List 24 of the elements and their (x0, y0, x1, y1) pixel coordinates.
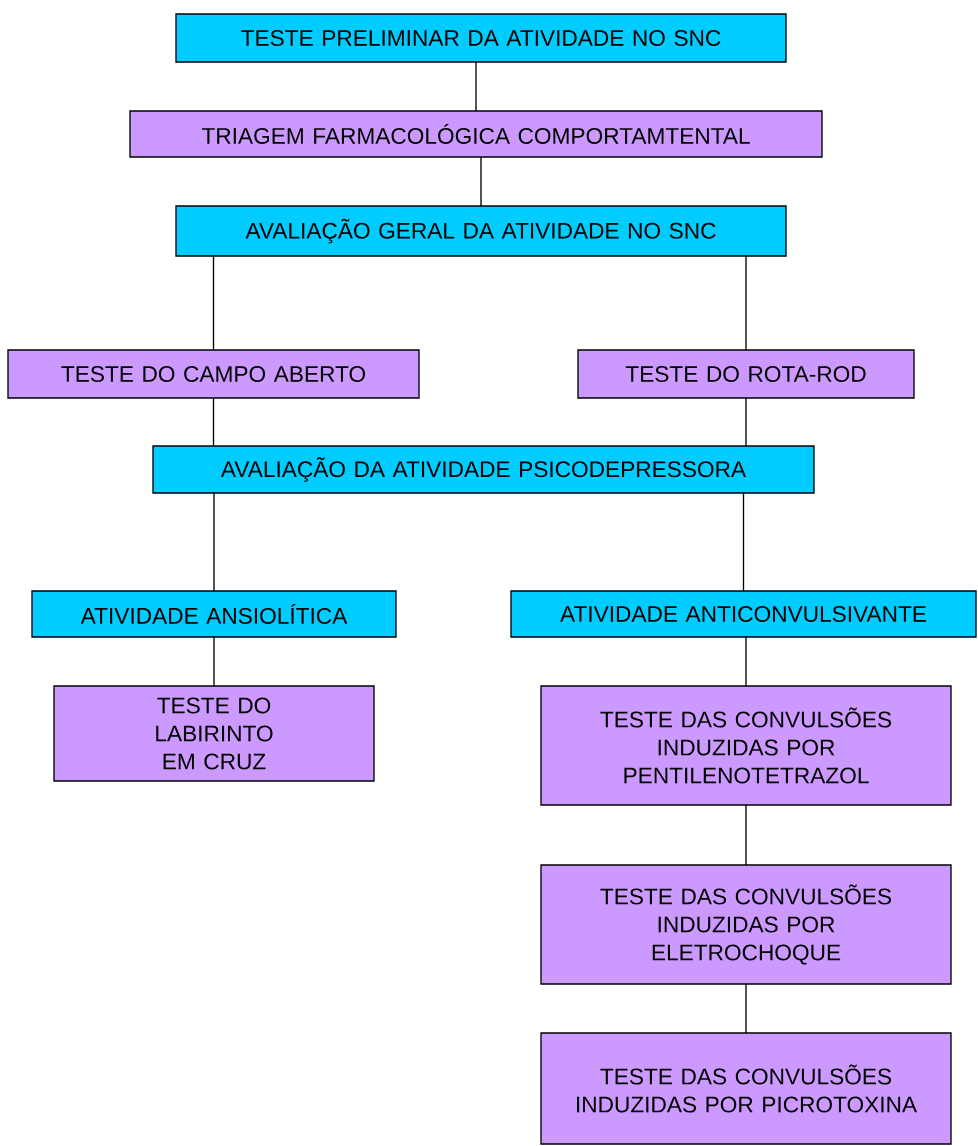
connector-line (745, 255, 747, 351)
connector-line (742, 492, 745, 592)
connector-line (213, 492, 215, 592)
process-box: TESTE DAS CONVULSÕES INDUZIDAS POR ELETROCHOQUE (540, 864, 952, 985)
process-box: TESTE DO CAMPO ABERTO (7, 349, 420, 399)
connector-line (212, 397, 215, 447)
process-box: ATIVIDADE ANSIOLÍTICA (31, 590, 397, 638)
process-box: TESTE DO ROTA-ROD (577, 349, 915, 399)
connector-line (212, 255, 215, 351)
process-box: TESTE PRELIMINAR DA ATIVIDADE NO SNC (175, 13, 787, 63)
process-box: ATIVIDADE ANTICONVULSIVANTE (510, 590, 977, 638)
process-box: TESTE DO LABIRINTO EM CRUZ (53, 685, 375, 782)
process-box: AVALIAÇÃO DA ATIVIDADE PSICODEPRESSORA (152, 445, 815, 494)
process-box: TESTE DAS CONVULSÕES INDUZIDAS POR PENTILENOTETRAZOL (540, 685, 952, 806)
connector-line (745, 804, 747, 866)
process-box: TESTE DAS CONVULSÕES INDUZIDAS POR PICROTOXINA (540, 1032, 952, 1145)
connector-line (213, 636, 215, 687)
process-box: TRIAGEM FARMACOLÓGICA COMPORTAMTENTAL (129, 110, 823, 158)
connector-line (745, 983, 747, 1034)
connector-line (480, 156, 482, 207)
process-box: AVALIAÇÃO GERAL DA ATIVIDADE NO SNC (175, 205, 787, 257)
connector-line (745, 636, 747, 687)
connector-line (745, 397, 747, 447)
connector-line (475, 61, 477, 112)
